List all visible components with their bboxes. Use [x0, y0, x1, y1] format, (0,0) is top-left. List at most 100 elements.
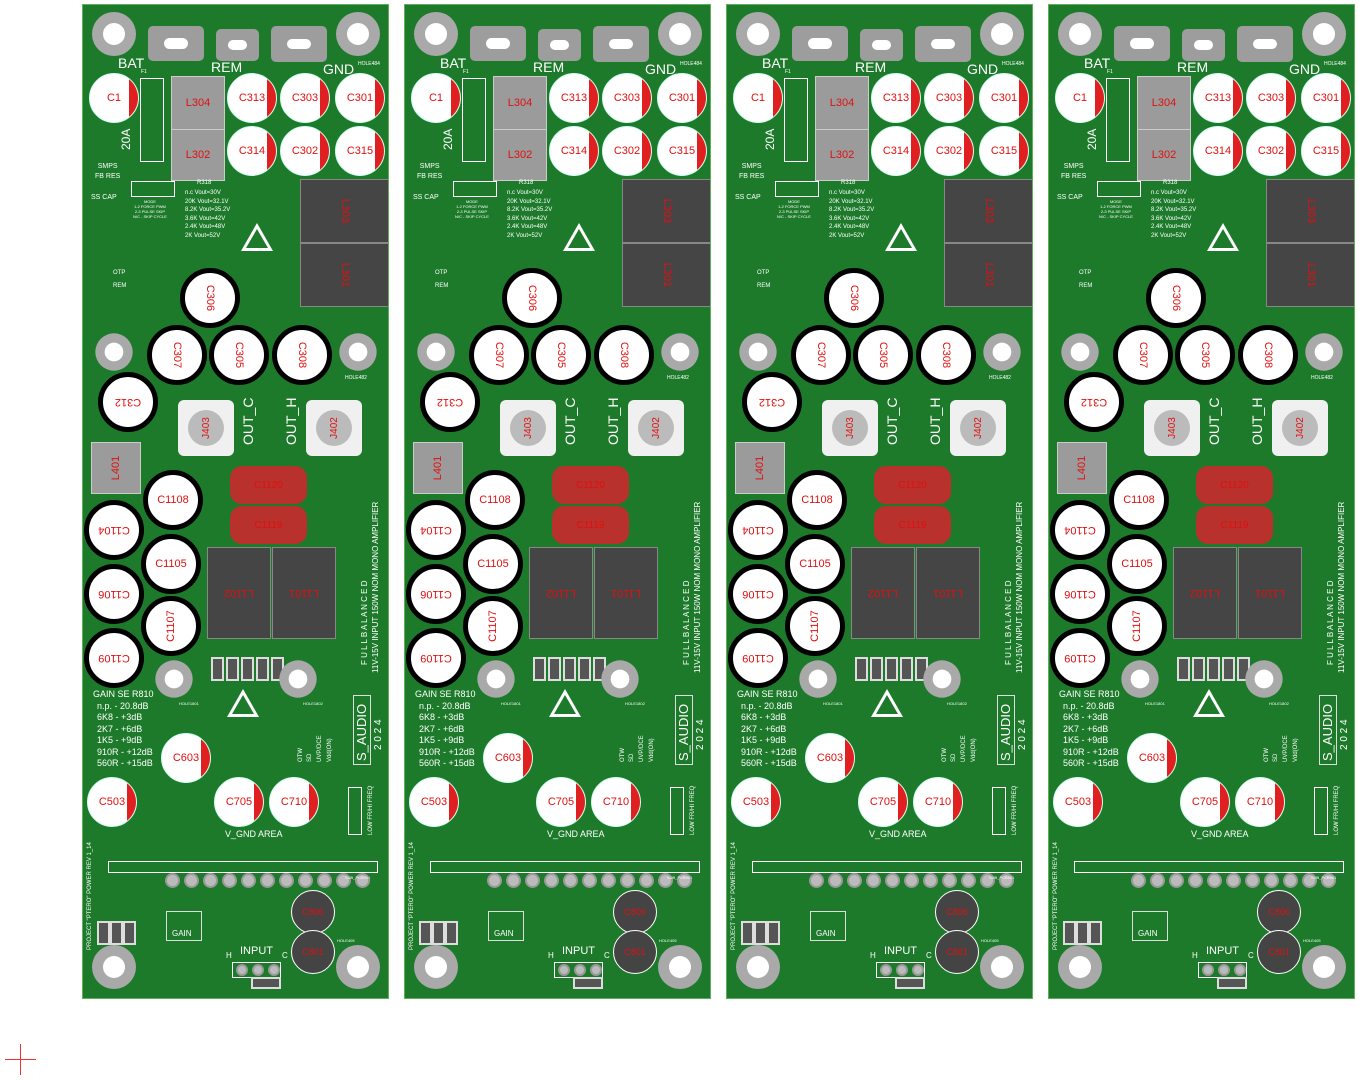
output-terminal[interactable]: J402: [306, 400, 362, 456]
input-connector[interactable]: [554, 962, 603, 978]
vgnd-area-label: V_GND AREA: [225, 829, 283, 839]
gnd-pad[interactable]: [915, 26, 971, 62]
mounting-hole: [336, 945, 380, 989]
hole-label: HOLE405: [659, 938, 677, 943]
capacitor: C705: [536, 777, 586, 827]
mode-jumper[interactable]: [453, 181, 497, 197]
rem-pad[interactable]: [538, 29, 581, 61]
bat-pad[interactable]: [792, 26, 848, 61]
output-terminal[interactable]: J402: [1272, 400, 1328, 456]
led-uvp-label: UVP/DCE: [1283, 735, 1289, 762]
gnd-pad[interactable]: [593, 26, 649, 62]
hole-label: HOLE405: [981, 938, 999, 943]
led-sd-label: SD: [307, 753, 313, 762]
input-connector[interactable]: [876, 962, 925, 978]
capacitor: C1106: [728, 564, 788, 624]
resistor: [251, 977, 281, 989]
mounting-hole: [339, 333, 377, 371]
mounting-hole: [983, 333, 1021, 371]
film-capacitor: C1119: [1196, 506, 1273, 544]
output-terminal[interactable]: J403: [178, 400, 234, 456]
capacitor: C315: [335, 126, 385, 176]
rem-pad[interactable]: [860, 29, 903, 61]
freq-jumper[interactable]: [348, 787, 362, 835]
rem-pad[interactable]: [1182, 29, 1225, 61]
fuse-holder: [784, 78, 808, 162]
bat-pad[interactable]: [1114, 26, 1170, 61]
capacitor: C313: [549, 73, 599, 123]
capacitor: C1107: [1107, 596, 1167, 656]
pcb-board: HOLE484 BAT REM GND C1 C313 C303 C301 C3…: [404, 4, 711, 999]
inductor: L1101: [594, 547, 658, 639]
pcb-board: HOLE484 BAT REM GND C1 C313 C303 C301 C3…: [726, 4, 1033, 999]
hot-surface-warning-icon: [885, 223, 917, 251]
gain-label: GAIN: [172, 929, 192, 938]
capacitor: C312: [420, 372, 480, 432]
otp-led-label: OTP: [757, 270, 770, 276]
capacitor: C705: [858, 777, 908, 827]
hot-surface-warning-icon: [1207, 223, 1239, 251]
capacitor: C302: [280, 126, 330, 176]
gnd-pad[interactable]: [271, 26, 327, 62]
input-c-label: C: [1248, 951, 1254, 960]
resistor: [110, 921, 123, 945]
mode-jumper[interactable]: [775, 181, 819, 197]
film-capacitor: C1119: [230, 506, 307, 544]
output-terminal[interactable]: J403: [1144, 400, 1200, 456]
bat-pad[interactable]: [470, 26, 526, 61]
capacitor: C801: [935, 930, 979, 974]
film-capacitor: C1119: [874, 506, 951, 544]
output-terminal[interactable]: J403: [500, 400, 556, 456]
capacitor: C1108: [465, 470, 525, 530]
capacitor: C314: [1193, 126, 1243, 176]
mounting-hole: [155, 660, 193, 698]
mode-jumper[interactable]: [1097, 181, 1141, 197]
freq-jumper[interactable]: [992, 787, 1006, 835]
fuse-holder: [1106, 78, 1130, 162]
ss-cap-label: SS CAP: [1057, 194, 1083, 201]
amplifier-description: 11V-15V INPUT 150W NOM MONO AMPLIFIER: [1337, 501, 1346, 673]
rem-led-label: REM: [757, 283, 771, 289]
input-connector[interactable]: [1198, 962, 1247, 978]
gain-resistor-box: [810, 911, 846, 941]
capacitor: C710: [591, 777, 641, 827]
output-terminal[interactable]: J403: [822, 400, 878, 456]
film-capacitor: C1120: [1196, 466, 1273, 504]
output-terminal[interactable]: J402: [628, 400, 684, 456]
capacitor: C312: [98, 372, 158, 432]
hole-label: HOLE1802: [947, 701, 967, 706]
bat-label: BAT: [1084, 55, 1111, 71]
inductor: L304: [493, 76, 547, 130]
brand-box: [353, 695, 371, 765]
smd-capacitor: [1207, 657, 1220, 681]
capacitor: C705: [1180, 777, 1230, 827]
mounting-hole: [736, 12, 780, 56]
capacitor: C1106: [406, 564, 466, 624]
origin-crosshair-icon: [20, 1044, 21, 1075]
freq-jumper[interactable]: [1314, 787, 1328, 835]
inductor: L1101: [1238, 547, 1302, 639]
bat-pad[interactable]: [148, 26, 204, 61]
capacitor: C1105: [1107, 534, 1167, 594]
capacitor: C705: [214, 777, 264, 827]
hole-label: HOLE484: [680, 61, 702, 67]
freq-jumper[interactable]: [670, 787, 684, 835]
gnd-pad[interactable]: [1237, 26, 1293, 62]
rem-led-label: REM: [1079, 283, 1093, 289]
mode-jumper[interactable]: [131, 181, 175, 197]
capacitor: C307: [469, 325, 529, 385]
output-terminal[interactable]: J402: [950, 400, 1006, 456]
bat-label: BAT: [762, 55, 789, 71]
input-connector[interactable]: [232, 962, 281, 978]
capacitor: C806: [935, 890, 979, 934]
otp-led-label: OTP: [435, 270, 448, 276]
rem-pad[interactable]: [216, 29, 259, 61]
film-capacitor: C1120: [874, 466, 951, 504]
capacitor: C1: [89, 73, 139, 123]
capacitor: C1109: [84, 628, 144, 688]
project-revision-label: PROJECT "PTERO" POWER REV 1_14: [409, 842, 415, 950]
led-otw-label: OTW: [620, 748, 626, 762]
